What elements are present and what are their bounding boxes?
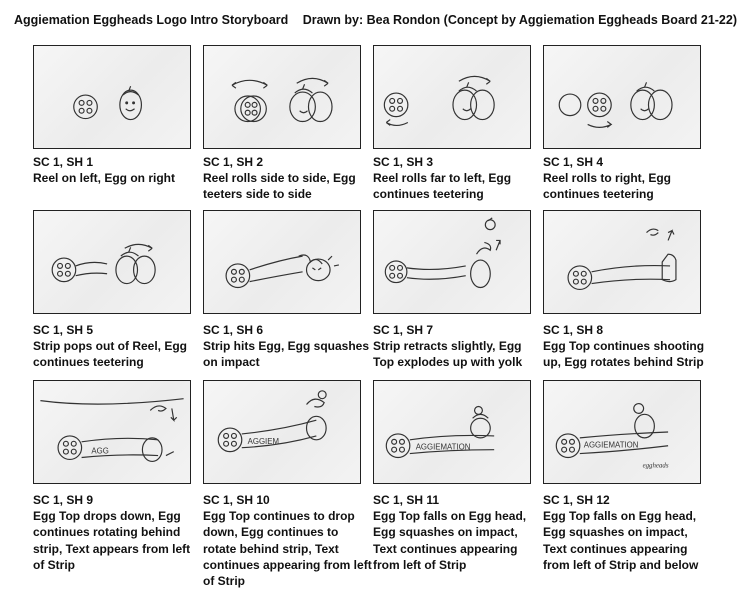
sketch-text-appears-aggiem: AGGIEM xyxy=(217,390,327,453)
sketch-text-appears-agg: AGG xyxy=(40,398,184,463)
panel-caption-5: SC 1, SH 5 Strip pops out of Reel, Egg c… xyxy=(33,322,203,371)
panel-caption-9: SC 1, SH 9 Egg Top drops down, Egg conti… xyxy=(33,492,203,573)
panel-caption-12: SC 1, SH 12 Egg Top falls on Egg head, E… xyxy=(543,492,713,573)
sketch-reel-far-left xyxy=(383,75,495,127)
panel-caption-2: SC 1, SH 2 Reel rolls side to side, Egg … xyxy=(203,154,373,203)
sketch-reel-rolls xyxy=(231,77,333,123)
panel-caption-10: SC 1, SH 10 Egg Top continues to drop do… xyxy=(203,492,373,589)
panel-caption-11: SC 1, SH 11 Egg Top falls on Egg head, E… xyxy=(373,492,543,573)
panel-frame-3 xyxy=(373,45,531,149)
panel-frame-2 xyxy=(203,45,361,149)
sketch-egg-top-explodes xyxy=(384,217,501,289)
storyboard-title: Aggiemation Eggheads Logo Intro Storyboa… xyxy=(14,13,289,27)
shot-number: SC 1, SH 10 xyxy=(203,493,270,507)
sketch-strip-text: AGG xyxy=(91,447,108,456)
shot-description: Reel rolls to right, Egg continues teete… xyxy=(543,171,672,202)
shot-description: Egg Top continues shooting up, Egg rotat… xyxy=(543,339,705,370)
panel-frame-6 xyxy=(203,210,361,314)
shot-number: SC 1, SH 7 xyxy=(373,323,434,337)
panel-frame-10: AGGIEM xyxy=(203,380,361,484)
shot-description: Reel rolls side to side, Egg teeters sid… xyxy=(203,171,356,202)
shot-description: Egg Top continues to drop down, Egg cont… xyxy=(203,509,372,589)
sketch-strip-text: AGGIEMATION xyxy=(416,443,471,452)
panel-caption-6: SC 1, SH 6 Strip hits Egg, Egg squashes … xyxy=(203,322,373,371)
sketch-strip-hits-egg xyxy=(225,254,340,289)
panel-frame-12: AGGIEMATION eggheads xyxy=(543,380,701,484)
sketch-text-appears-aggiemation: AGGIEMATION xyxy=(385,405,495,459)
shot-number: SC 1, SH 1 xyxy=(33,155,94,169)
storyboard-credit: Drawn by: Bea Rondon (Concept by Aggiema… xyxy=(302,13,737,27)
panel-caption-7: SC 1, SH 7 Strip retracts slightly, Egg … xyxy=(373,322,543,371)
shot-number: SC 1, SH 4 xyxy=(543,155,604,169)
shot-description: Strip pops out of Reel, Egg continues te… xyxy=(33,339,187,370)
shot-number: SC 1, SH 5 xyxy=(33,323,94,337)
shot-description: Egg Top falls on Egg head, Egg squashes … xyxy=(373,509,527,572)
panel-frame-8 xyxy=(543,210,701,314)
panel-frame-4 xyxy=(543,45,701,149)
shot-number: SC 1, SH 9 xyxy=(33,493,94,507)
shot-number: SC 1, SH 11 xyxy=(373,493,440,507)
panel-frame-11: AGGIEMATION xyxy=(373,380,531,484)
shot-description: Strip retracts slightly, Egg Top explode… xyxy=(373,339,523,370)
shot-description: Egg Top drops down, Egg continues rotati… xyxy=(33,509,191,572)
panel-frame-9: AGG xyxy=(33,380,191,484)
shot-number: SC 1, SH 6 xyxy=(203,323,264,337)
shot-number: SC 1, SH 3 xyxy=(373,155,434,169)
sketch-egg-top-shooting-up xyxy=(567,228,677,291)
shot-description: Reel on left, Egg on right xyxy=(33,171,175,186)
panel-caption-8: SC 1, SH 8 Egg Top continues shooting up… xyxy=(543,322,713,371)
shot-number: SC 1, SH 12 xyxy=(543,493,610,507)
shot-description: Egg Top falls on Egg head, Egg squashes … xyxy=(543,509,699,572)
sketch-strip-subtext: eggheads xyxy=(643,462,669,469)
panel-frame-1 xyxy=(33,45,191,149)
panel-caption-4: SC 1, SH 4 Reel rolls to right, Egg cont… xyxy=(543,154,713,203)
sketch-reel-right xyxy=(558,82,673,128)
sketch-logo-complete: AGGIEMATION eggheads xyxy=(555,402,669,469)
panel-frame-5 xyxy=(33,210,191,314)
panel-frame-7 xyxy=(373,210,531,314)
sketch-reel-and-egg xyxy=(73,85,143,121)
sketch-strip-text: AGGIEM xyxy=(248,437,279,446)
sketch-strip-pops xyxy=(51,243,156,285)
shot-description: Strip hits Egg, Egg squashes on impact xyxy=(203,339,370,370)
panel-caption-3: SC 1, SH 3 Reel rolls far to left, Egg c… xyxy=(373,154,543,203)
shot-number: SC 1, SH 8 xyxy=(543,323,604,337)
panel-caption-1: SC 1, SH 1 Reel on left, Egg on right xyxy=(33,154,203,186)
shot-number: SC 1, SH 2 xyxy=(203,155,264,169)
sketch-strip-text: AGGIEMATION xyxy=(584,441,639,450)
shot-description: Reel rolls far to left, Egg continues te… xyxy=(373,171,512,202)
